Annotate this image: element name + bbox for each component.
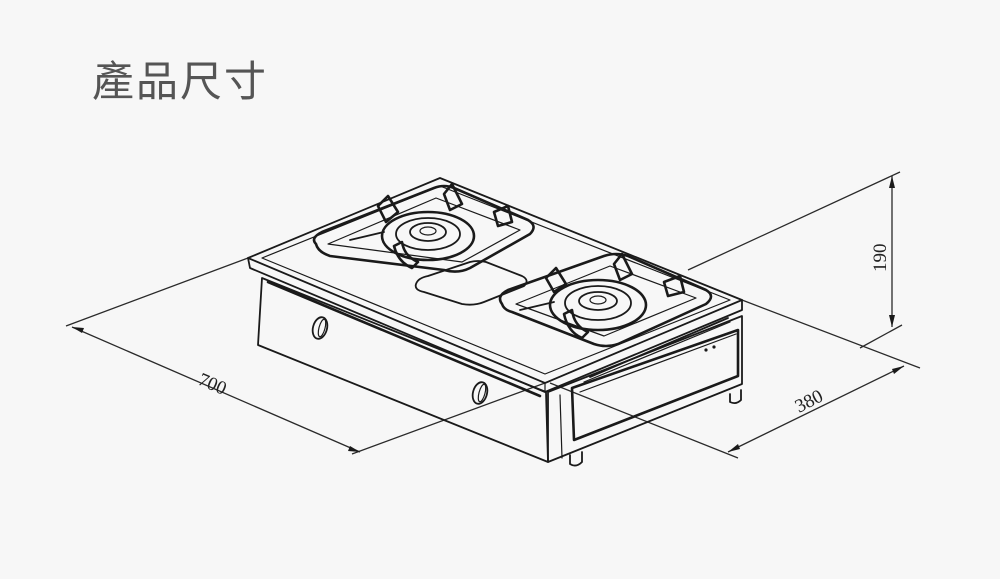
left-burner xyxy=(312,182,535,273)
width-label: 700 xyxy=(195,369,229,399)
right-burner xyxy=(498,252,713,348)
width-dimension: 700 xyxy=(65,257,546,455)
center-tray xyxy=(414,260,528,306)
depth-dimension: 380 xyxy=(549,299,921,459)
knob-icon xyxy=(471,381,489,405)
depth-label: 380 xyxy=(792,386,827,418)
knob-icon xyxy=(311,316,329,340)
height-dimension: 190 xyxy=(687,171,903,349)
height-label: 190 xyxy=(870,244,891,273)
page-title: 產品尺寸 xyxy=(92,57,269,106)
